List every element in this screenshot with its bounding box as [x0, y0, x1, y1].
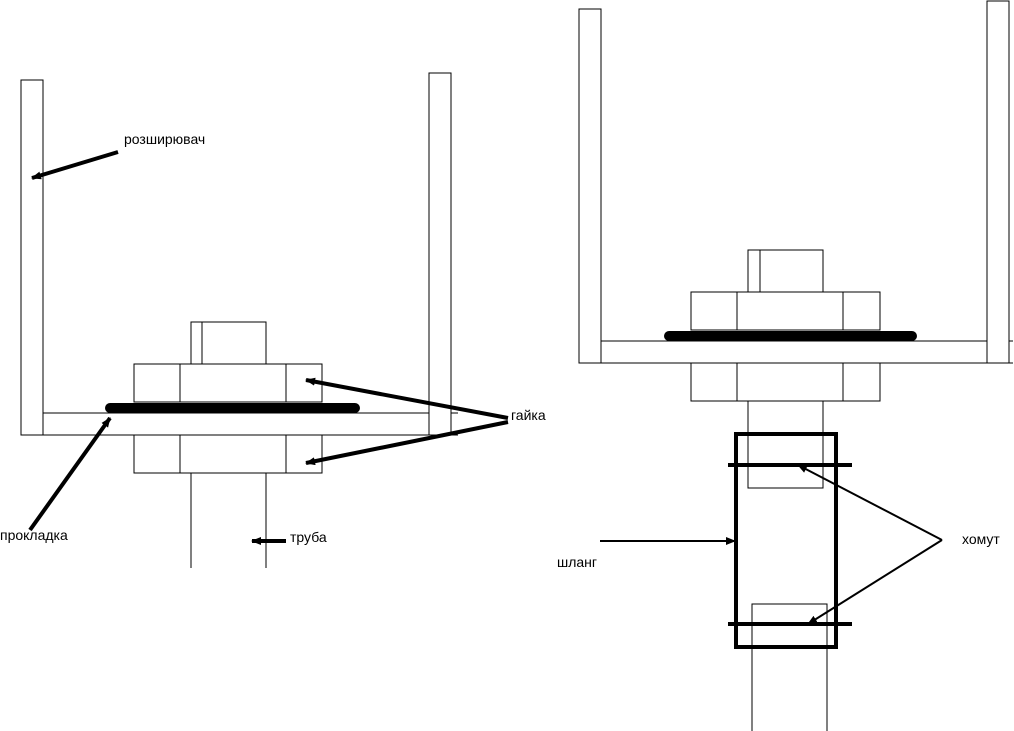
- left-expander-left-wall: [20, 79, 44, 436]
- right-expander-right-wall: [986, 0, 1010, 364]
- label-hose: шланг: [557, 554, 597, 570]
- left-expander-right-wall: [428, 72, 452, 436]
- label-nut: гайка: [511, 407, 546, 423]
- label-pipe: труба: [290, 529, 327, 545]
- arrow-expander: [31, 150, 119, 180]
- right-pipe-inner-top: [747, 433, 824, 489]
- right-arrows: [600, 464, 943, 625]
- arrow-gasket: [28, 416, 112, 532]
- left-assembly: [20, 72, 458, 568]
- right-pipe-top: [747, 249, 824, 293]
- right-nut-lower: [690, 362, 881, 402]
- arrow-clamp-upper: [797, 464, 943, 541]
- label-gasket: прокладка: [0, 527, 68, 543]
- arrow-nut-upper: [305, 377, 509, 420]
- label-clamp: хомут: [962, 531, 1000, 547]
- left-nut-upper: [133, 363, 323, 403]
- right-assembly: [578, 0, 1013, 731]
- hose: [734, 432, 838, 649]
- left-arrows: [28, 150, 509, 545]
- right-expander-bottom: [600, 340, 988, 364]
- arrow-clamp-lower: [807, 539, 943, 625]
- left-nut-lower: [133, 434, 323, 474]
- right-nut-upper: [690, 291, 881, 331]
- label-expander: розширювач: [124, 131, 205, 147]
- right-expander-left-wall: [578, 8, 602, 364]
- arrow-nut-lower: [305, 420, 509, 466]
